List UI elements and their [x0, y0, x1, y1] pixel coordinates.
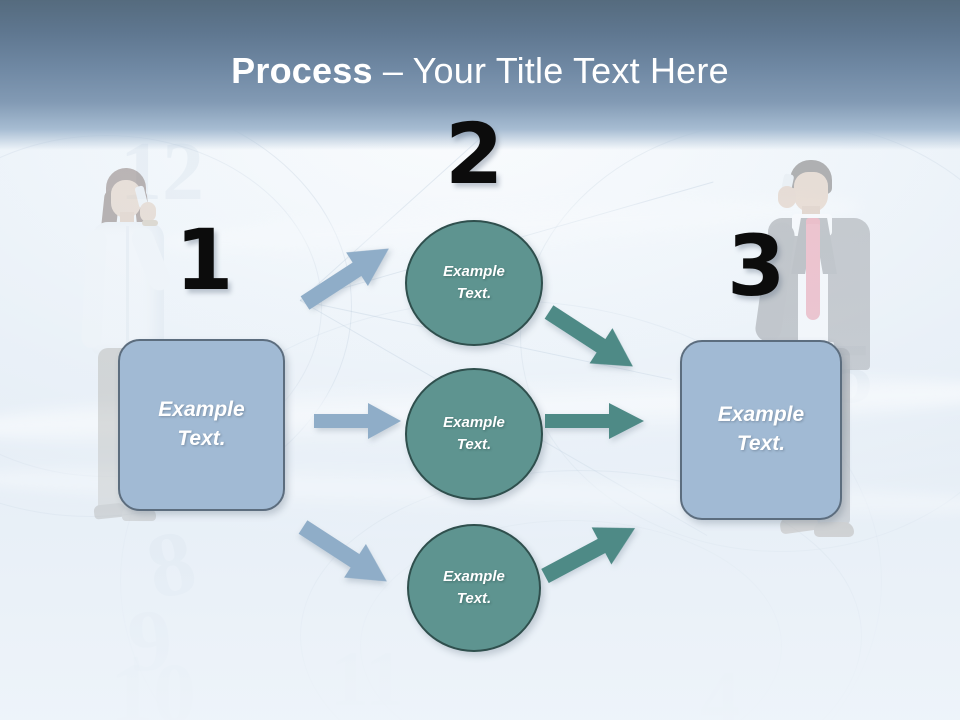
process-circle-bottom-text: Example Text. — [443, 566, 505, 610]
header-band — [0, 0, 960, 150]
circle-middle-line1: Example — [443, 414, 505, 432]
process-box-right[interactable]: Example Text. — [680, 340, 842, 520]
arrow-right-teal — [545, 402, 645, 440]
process-circle-middle[interactable]: Example Text. — [405, 368, 543, 500]
arrow-down-right-blue — [291, 509, 401, 601]
circle-bottom-line2: Text. — [456, 590, 492, 607]
box-right-line2: Text. — [736, 432, 786, 455]
box-right-line1: Example — [717, 403, 805, 427]
page-title-bold: Process — [231, 50, 373, 91]
step-number-2: 2 — [445, 105, 504, 203]
arrow-up-right-teal — [534, 507, 647, 596]
step-number-1: 1 — [175, 211, 234, 309]
process-box-right-text: Example Text. — [718, 401, 804, 459]
process-circle-bottom[interactable]: Example Text. — [407, 524, 541, 652]
box-left-line1: Example — [158, 398, 245, 422]
page-title: Process – Your Title Text Here — [0, 50, 960, 92]
circle-bottom-line1: Example — [443, 568, 505, 586]
arrow-up-right-blue — [293, 229, 403, 321]
page-title-rest: – Your Title Text Here — [372, 50, 729, 91]
box-left-line2: Text. — [177, 427, 226, 450]
process-box-left-text: Example Text. — [158, 396, 244, 454]
circle-middle-line2: Text. — [456, 436, 492, 453]
circle-top-line2: Text. — [456, 285, 492, 302]
arrow-right-blue — [314, 402, 402, 440]
process-box-left[interactable]: Example Text. — [118, 339, 285, 511]
step-number-3: 3 — [727, 217, 786, 315]
circle-top-line1: Example — [443, 263, 505, 281]
arrow-down-right-teal — [536, 293, 647, 387]
process-circle-top-text: Example Text. — [443, 261, 505, 305]
process-circle-middle-text: Example Text. — [443, 412, 505, 456]
process-circle-top[interactable]: Example Text. — [405, 220, 543, 346]
